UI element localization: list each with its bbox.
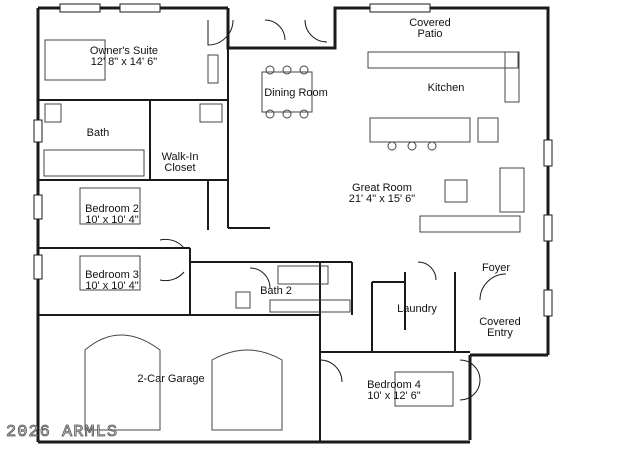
- label-bedroom-4: Bedroom 4: [367, 379, 421, 391]
- label-bath: Bath: [87, 127, 110, 139]
- label-foyer: Foyer: [482, 262, 510, 274]
- label-laundry: Laundry: [397, 303, 437, 315]
- watermark: 2026 ARMLS: [6, 423, 118, 442]
- dims-great-room: 21' 4" x 15' 6": [349, 193, 416, 205]
- bed-icon: [79, 187, 141, 225]
- bed-icon: [79, 255, 141, 291]
- label-covered-patio-2: Patio: [417, 28, 442, 40]
- doors: [159, 19, 507, 401]
- windows: [33, 3, 553, 317]
- dims-bedroom-4: 10' x 12' 6": [367, 390, 420, 402]
- dims-owners-suite: 12' 8" x 14' 6": [91, 56, 158, 68]
- bathtub-icon: [277, 265, 329, 285]
- label-great-room: Great Room: [352, 182, 412, 194]
- label-covered-entry-2: Entry: [487, 327, 513, 339]
- label-kitchen: Kitchen: [428, 82, 465, 94]
- dims-bedroom-2: 10' x 10' 4": [85, 214, 138, 226]
- dining-table-icon: [261, 71, 313, 113]
- dims-bedroom-3: 10' x 10' 4": [85, 280, 138, 292]
- label-walk-in-closet-2: Closet: [164, 162, 195, 174]
- sofa-icon: [499, 167, 525, 213]
- room-labels: Owner's Suite 12' 8" x 14' 6" Covered Pa…: [85, 17, 521, 402]
- label-bedroom-3: Bedroom 3: [85, 269, 139, 281]
- label-bath-2: Bath 2: [260, 285, 292, 297]
- fixtures: [43, 39, 525, 431]
- label-dining-room: Dining Room: [264, 87, 328, 99]
- interior-walls: [38, 48, 470, 442]
- kitchen-counter-icon: [367, 51, 519, 69]
- label-covered-patio-1: Covered: [409, 17, 451, 29]
- bed-icon: [44, 39, 106, 81]
- label-garage: 2-Car Garage: [137, 373, 204, 385]
- bed-icon: [394, 371, 454, 407]
- label-walk-in-closet-1: Walk-In: [162, 151, 199, 163]
- kitchen-island-icon: [369, 117, 471, 143]
- label-bedroom-2: Bedroom 2: [85, 203, 139, 215]
- car-icon: [84, 334, 161, 431]
- label-covered-entry-1: Covered: [479, 316, 521, 328]
- label-owners-suite: Owner's Suite: [90, 45, 158, 57]
- car-icon: [211, 349, 283, 431]
